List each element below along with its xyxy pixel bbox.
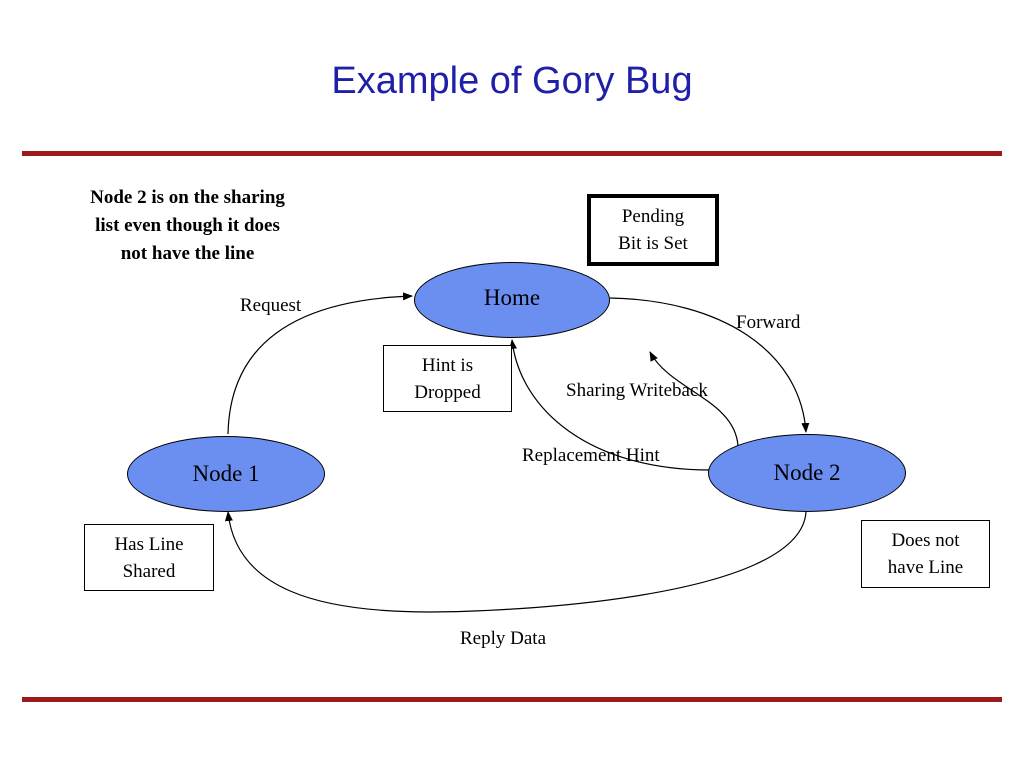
reply-data-arrow bbox=[224, 511, 807, 613]
replacement-hint-arrow bbox=[509, 339, 711, 471]
request-label: Request bbox=[240, 295, 302, 316]
has-line-shared-box: Has Line Shared bbox=[84, 524, 214, 591]
sharing-writeback-arrow bbox=[649, 351, 739, 447]
reply-data-label: Reply Data bbox=[460, 628, 547, 649]
sharing-writeback-label: Sharing Writeback bbox=[566, 380, 708, 401]
node-1: Node 1 bbox=[127, 436, 325, 512]
does-not-have-line-line-2: have Line bbox=[887, 557, 964, 578]
does-not-have-line-line-1: Does not bbox=[891, 530, 960, 551]
slide-title: Example of Gory Bug bbox=[331, 60, 693, 102]
note-line-3: not have the line bbox=[120, 243, 255, 264]
forward-arrow bbox=[609, 297, 810, 433]
hint-dropped-line-1: Hint is bbox=[421, 354, 474, 376]
replacement-hint-label: Replacement Hint bbox=[522, 445, 660, 466]
does-not-have-line-box: Does not have Line bbox=[861, 520, 990, 588]
hint-dropped-box: Hint is Dropped bbox=[383, 345, 512, 412]
bottom-divider bbox=[22, 697, 1002, 702]
note-line-1: Node 2 is on the sharing bbox=[90, 187, 285, 208]
bug-description-note: Node 2 is on the sharing list even thoug… bbox=[60, 184, 315, 268]
top-divider bbox=[22, 151, 1002, 156]
has-line-shared-line-1: Has Line bbox=[114, 533, 184, 555]
has-line-shared-line-2: Shared bbox=[122, 560, 176, 582]
hint-dropped-line-2: Dropped bbox=[414, 381, 481, 403]
home-node-label: Home bbox=[483, 285, 541, 310]
request-arrow bbox=[227, 292, 413, 435]
home-node: Home bbox=[414, 262, 610, 338]
pending-line-2: Bit is Set bbox=[618, 233, 688, 254]
node-2: Node 2 bbox=[708, 434, 906, 512]
note-line-2: list even though it does bbox=[95, 215, 280, 236]
forward-label: Forward bbox=[736, 312, 801, 333]
node-1-label: Node 1 bbox=[192, 461, 260, 486]
pending-bit-box: Pending Bit is Set bbox=[587, 194, 719, 266]
pending-line-1: Pending bbox=[621, 206, 685, 227]
node-2-label: Node 2 bbox=[773, 460, 841, 485]
